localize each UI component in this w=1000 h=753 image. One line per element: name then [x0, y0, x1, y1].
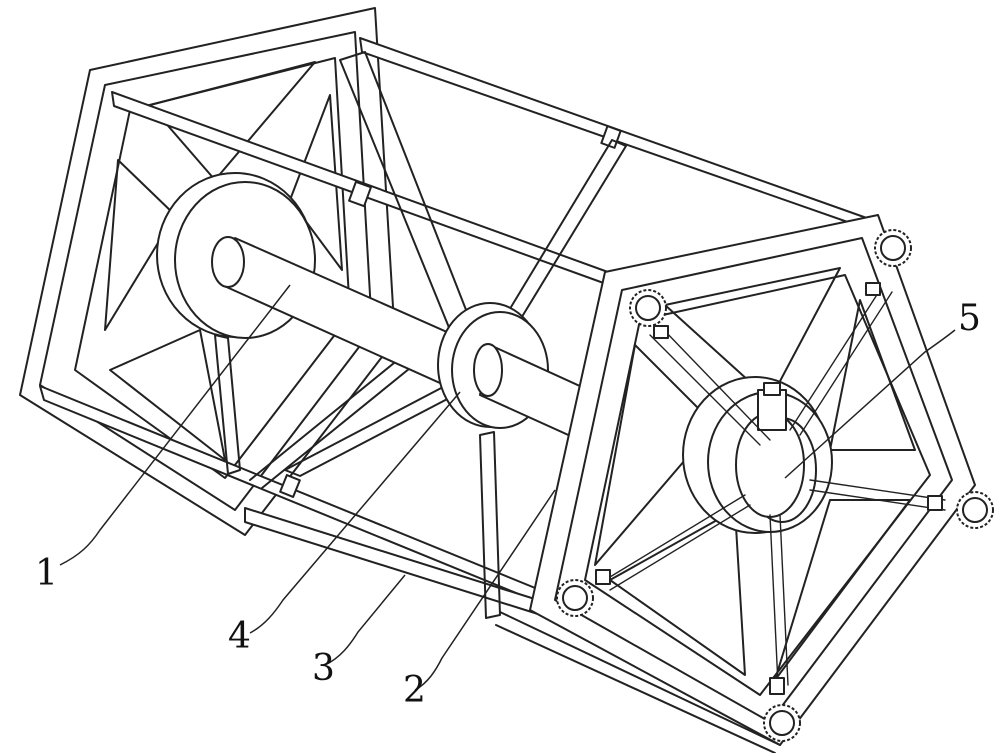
knob-icon — [629, 289, 669, 339]
callout-3: 3 — [312, 648, 335, 689]
callout-2: 2 — [403, 670, 426, 711]
callout-5: 5 — [958, 298, 981, 339]
knob-icon — [763, 677, 801, 742]
callout-labels: 1 2 3 4 5 — [35, 298, 981, 711]
leader-2 — [414, 489, 556, 691]
leader-1 — [59, 284, 291, 566]
callout-1: 1 — [35, 553, 58, 594]
adjust-knobs — [556, 229, 994, 742]
tie-rods — [604, 289, 946, 686]
leader-5 — [784, 329, 956, 479]
motor-block-icon — [757, 389, 787, 431]
leader-3 — [324, 574, 406, 666]
knob-icon — [556, 569, 611, 617]
lower-cross-bar — [244, 507, 539, 615]
leader-4 — [249, 391, 461, 634]
knob-icon — [865, 229, 912, 296]
bottom-frame-rail — [499, 611, 781, 746]
leader-lines — [59, 284, 956, 691]
knob-icon — [927, 491, 994, 529]
drive-hub — [682, 376, 833, 534]
callout-4: 4 — [228, 616, 251, 657]
